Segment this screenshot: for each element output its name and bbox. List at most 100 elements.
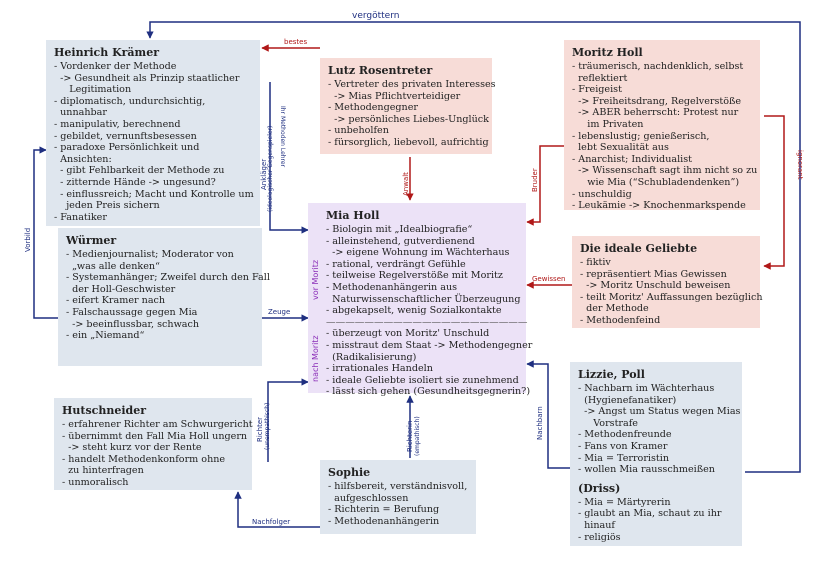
attribute-line: - Biologin mit „Idealbiografie“ [326,224,473,235]
arrow-nachfolger [234,491,320,528]
attribute-line: - teilt Moritz' Auffassungen bezüglich [580,291,763,303]
node-title: Mia Holl [326,209,380,222]
attribute-line: -> beeinflussbar, schwach [66,318,200,330]
attribute-line: der Holl-Geschwister [66,283,176,295]
attribute-line: - diplomatisch, undurchsichtig, [54,95,206,107]
node-heinrich-kraemer: Heinrich Krämer - Vordenker der Methode … [46,40,260,226]
attribute-line: - übernimmt den Fall Mia Holl ungern [62,430,248,442]
attribute-line: - überzeugt von Moritz' Unschuld [326,328,490,340]
label-richter-sub: (unempathisch) [264,402,271,450]
attribute-line: -> steht kurz vor der Rente [62,442,202,454]
node-attributes: - fiktiv - repräsentiert Mias Gewissen -… [580,257,763,327]
attribute-line: -> Freiheitsdrang, Regelverstöße [572,95,742,107]
node-title: Die ideale Geliebte [580,242,698,255]
label-bestes: bestes [284,38,308,46]
attribute-line: - Leukämie -> Knochenmarkspende [572,200,746,212]
node-attributes-driss: - Mia = Märtyrerin - glaubt an Mia, scha… [578,497,734,543]
attribute-line: - glaubt an Mia, schaut zu ihr [578,508,722,520]
node-lutz-rosentreter: Lutz Rosentreter - Vertreter des private… [320,58,496,154]
attribute-line: - Methodenfeind [580,314,661,326]
attribute-line: -> ABER beherrscht: Protest nur [572,107,739,119]
attribute-line: -> Moritz Unschuld beweisen [580,280,731,292]
node-moritz-holl: Moritz Holl - träumerisch, nachdenklich,… [564,40,760,212]
node-attributes-after: - überzeugt von Moritz' Unschuld - misst… [326,328,533,398]
arrow-ankaeger [269,82,309,234]
attribute-line: - irrationales Handeln [326,363,433,375]
node-title: Hutschneider [62,404,147,417]
label-gewissen: Gewissen [532,275,566,283]
node-attributes: - hilfsbereit, verständnisvoll, aufgesch… [328,481,468,527]
attribute-line: - zitternde Hände -> ungesund? [54,176,216,188]
attribute-line: - alleinstehend, gutverdienend [326,235,475,247]
attribute-line: - abgekapselt, wenig Sozialkontakte [326,305,502,317]
attribute-line: - misstraut dem Staat -> Methodengegner [326,339,533,351]
mia-side-label-before: vor Moritz [311,259,320,300]
label-anwalt: Anwalt [402,172,410,196]
attribute-line: (Radikalisierung) [326,351,417,363]
attribute-line: - hilfsbereit, verständnisvoll, [328,481,468,492]
attribute-line: - einflussreich; Macht und Kontrolle um [54,188,254,200]
attribute-line: wie Mia (“Schubladendenken”) [572,176,740,188]
attribute-line: - Systemanhänger; Zweifel durch den Fall [66,272,270,284]
attribute-line: - erfahrener Richter am Schwurgericht [62,419,253,430]
node-attributes: - träumerisch, nachdenklich, selbst refl… [572,61,758,212]
attribute-line: -> persönliches Liebes-Unglück [328,113,489,125]
arrow-vorbild [33,146,58,319]
node-title: Heinrich Krämer [54,46,159,59]
node-title: Sophie [328,466,371,479]
attribute-line: - fürsorglich, liebevoll, aufrichtig [328,136,489,148]
attribute-line: -> Gesundheit als Prinzip staatlicher [54,72,240,84]
attribute-line: - Methodengegner [328,102,419,114]
attribute-line: - wollen Mia rausschmeißen [578,464,715,476]
attribute-line: - Freigeist [572,84,622,96]
node-attributes: - Vordenker der Methode -> Gesundheit al… [54,61,254,223]
attribute-line: - manipulativ, berechnend [54,118,181,130]
attribute-line: „was alle denken“ [66,260,160,272]
label-ihr-methoden-lehrer: Ihr Methoden Lehrer [279,106,286,168]
node-subtitle-driss: (Driss) [578,481,621,495]
label-bruder: Bruder [531,168,539,192]
attribute-line: zu hinterfragen [62,465,144,477]
arrow-vergoettern [146,21,801,473]
attribute-line: -> Wissenschaft sagt ihm nicht so zu [572,165,758,177]
attribute-line: Naturwissenschaftlicher Überzeugung [326,293,521,305]
node-wuermer: Würmer - Medienjournalist; Moderator von… [58,228,270,366]
arrow-ignorant [763,115,785,270]
attribute-line: - Vertreter des privaten Interesses [328,79,496,90]
attribute-line: - paradoxe Persönlichkeit und [54,142,200,154]
node-attributes: - Vertreter des privaten Interesses -> M… [328,79,496,149]
node-ideale-geliebte: Die ideale Geliebte - fiktiv - repräsent… [572,236,763,328]
node-sophie: Sophie - hilfsbereit, verständnisvoll, a… [320,460,476,534]
attribute-line: - religiös [578,531,621,543]
label-vergoettern: vergöttern [352,11,400,21]
attribute-line: - handelt Methodenkonform ohne [62,453,226,465]
label-zeuge: Zeuge [268,308,291,316]
label-vorbild: Vorbild [24,227,32,252]
node-attributes-before: - Biologin mit „Idealbiografie“ - allein… [326,224,521,317]
node-title: Moritz Holl [572,46,643,59]
attribute-line: - Nachbarn im Wächterhaus [578,383,715,394]
node-lizzie-poll: Lizzie, Poll - Nachbarn im Wächterhaus (… [570,362,742,546]
node-title: Lizzie, Poll [578,368,645,381]
label-richterin: Richterin [406,420,414,452]
attribute-line: im Privaten [572,118,644,130]
attribute-line: -> eigene Wohnung im Wächterhaus [326,247,510,259]
attribute-line: - teilweise Regelverstöße mit Moritz [326,270,503,282]
attribute-line: - Fanatiker [54,211,107,223]
attribute-line: Ansichten: [54,153,112,165]
attribute-line: - Fans von Kramer [578,440,668,452]
node-attributes: - erfahrener Richter am Schwurgericht - … [62,419,253,489]
label-richter: Richter [256,416,264,442]
attribute-line: - unbeholfen [328,125,389,137]
attribute-line: - lebenslustig; genießerisch, [572,130,710,142]
attribute-line: - Methodenanhängerin aus [326,281,458,293]
attribute-line: - Falschaussage gegen Mia [66,306,198,318]
attribute-line: - eifert Kramer nach [66,295,166,307]
attribute-line: - unmoralisch [62,476,129,488]
label-nachbarn: Nachbarn [536,406,544,440]
node-attributes: - Nachbarn im Wächterhaus (Hygienefanati… [578,383,740,476]
node-hutschneider: Hutschneider - erfahrener Richter am Sch… [54,398,253,490]
attribute-line: - lässt sich gehen (Gesundheitsgegnerin?… [326,386,531,398]
attribute-line: - träumerisch, nachdenklich, selbst [572,61,744,72]
